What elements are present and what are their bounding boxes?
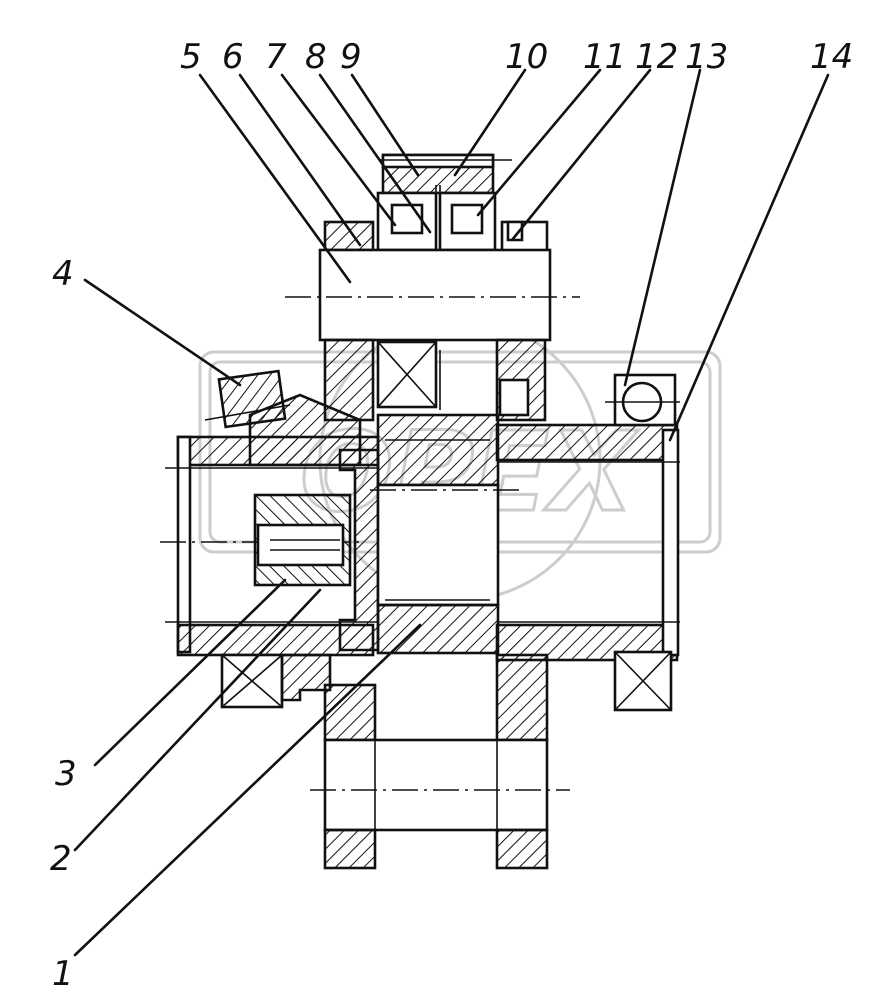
leader-11 (476, 68, 602, 217)
callout-1: 1 (52, 954, 74, 994)
callout-7: 7 (265, 37, 287, 77)
callout-13: 13 (685, 37, 728, 77)
leader-13 (623, 68, 702, 387)
callout-4: 4 (52, 254, 74, 294)
callout-6: 6 (222, 37, 244, 77)
leader-1 (73, 623, 422, 957)
leader-9 (350, 73, 420, 177)
leader-5 (198, 73, 352, 284)
callout-9: 9 (340, 37, 362, 77)
leader-8 (318, 73, 432, 234)
leader-6 (238, 73, 362, 247)
callout-3: 3 (55, 754, 77, 794)
leader-12 (510, 68, 652, 242)
main-assembly (160, 369, 680, 870)
leader-7 (280, 73, 397, 227)
callout-14: 14 (810, 37, 853, 77)
callout-labels: 1 2 3 4 5 6 7 8 9 10 11 12 13 14 (50, 37, 853, 994)
top-shaft-assembly (285, 153, 580, 422)
leader-10 (453, 68, 527, 177)
callout-12: 12 (635, 37, 678, 77)
callout-10: 10 (505, 37, 548, 77)
callout-8: 8 (305, 37, 327, 77)
callout-11: 11 (583, 37, 626, 77)
callout-5: 5 (180, 37, 202, 77)
leader-3 (93, 578, 287, 767)
callout-2: 2 (50, 839, 72, 879)
leader-14 (668, 73, 830, 442)
leader-2 (73, 588, 322, 852)
leader-4 (83, 278, 242, 387)
leader-lines (73, 68, 830, 957)
